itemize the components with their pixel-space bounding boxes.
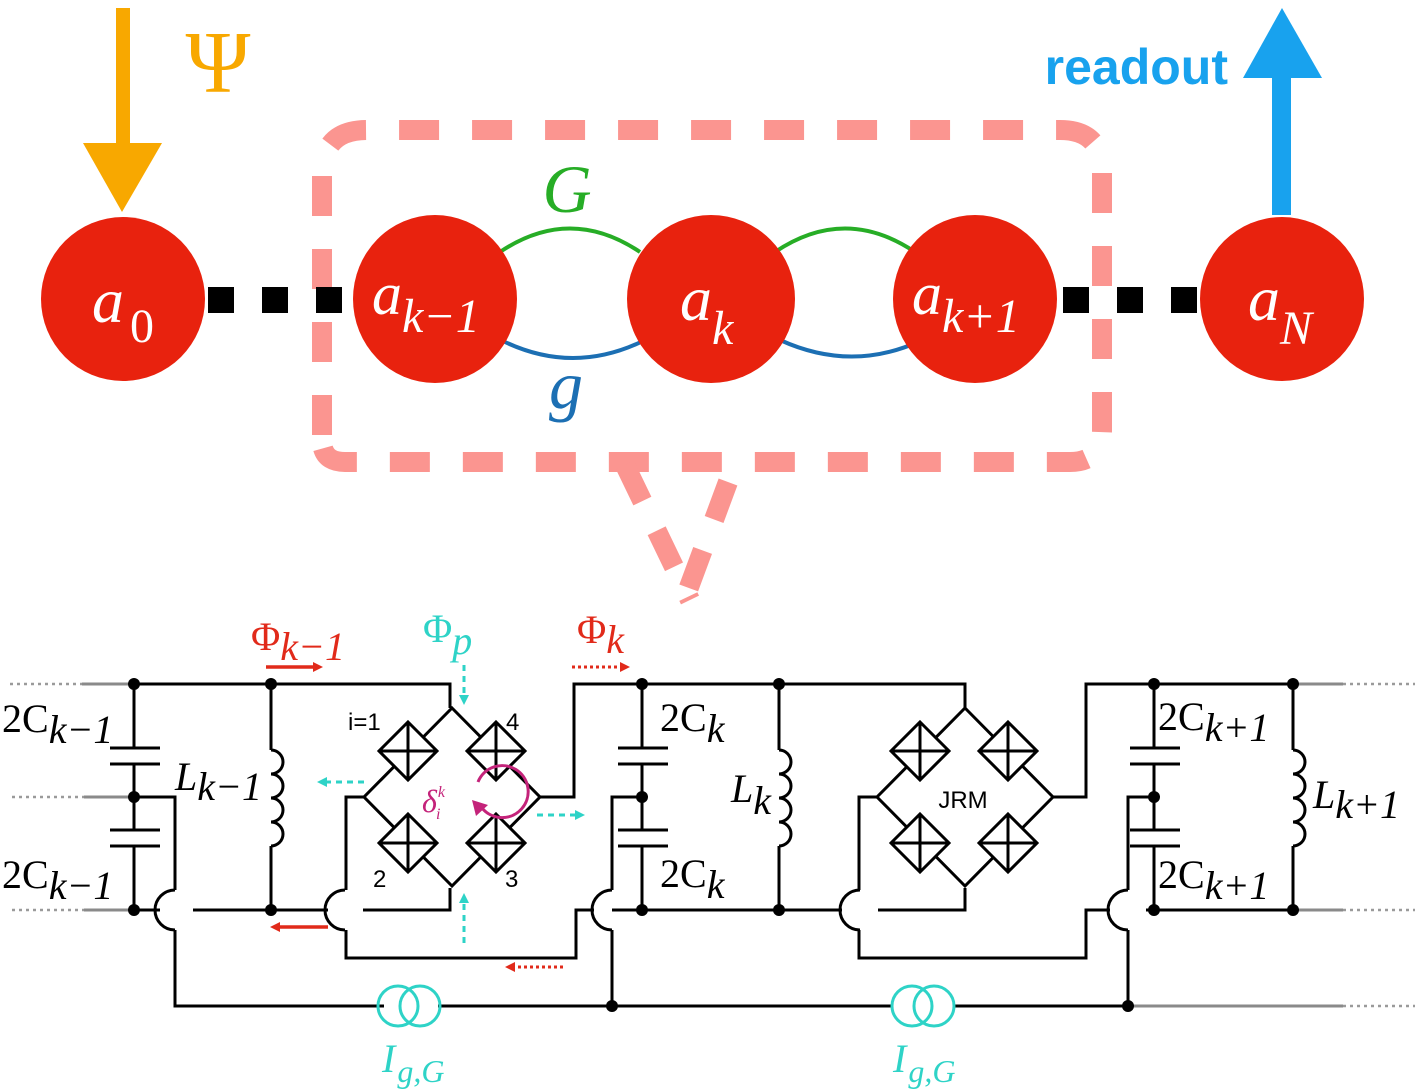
mode-node [353, 215, 517, 383]
mode-a-k-minus-1: ak−1 [353, 215, 517, 383]
coupling-g-arc-1 [504, 338, 646, 360]
flux-label-k-minus-1: Φk−1 [251, 614, 345, 669]
callout-pointer-left [615, 460, 700, 605]
inductor-label: Lk−1 [174, 754, 262, 809]
mode-base: a [680, 263, 712, 334]
junction-index-2: 2 [373, 866, 386, 893]
chain-link-right [1063, 287, 1197, 313]
mode-a-k: ak [627, 215, 795, 383]
drive-label: Ψ [186, 15, 251, 112]
mode-subscript: k [712, 302, 735, 355]
inductor-coil [778, 748, 793, 848]
svg-text:aN: aN [1248, 263, 1315, 355]
mode-node [893, 215, 1057, 383]
coupling-G-arc-1 [498, 226, 642, 254]
mode-subscript: k+1 [942, 290, 1020, 343]
phase-loop-arrow-icon [476, 764, 530, 820]
mode-base: a [92, 265, 124, 336]
mode-subscript: 0 [130, 300, 154, 353]
current-source-icon-1 [376, 984, 442, 1028]
josephson-junction-2 [376, 811, 440, 875]
mode-base: a [912, 261, 942, 327]
lead-in-left [10, 682, 134, 912]
inductor-coil [270, 748, 285, 848]
inductor-label: Lk+1 [1312, 772, 1400, 827]
mode-base: a [1248, 263, 1280, 334]
cell-k-plus-1 [1106, 678, 1307, 1012]
inductor-label: Lk [730, 766, 772, 823]
jrm-label: JRM [938, 787, 987, 814]
capacitor-label: 2Ck+1 [1158, 694, 1269, 750]
drive-arrow-icon [83, 8, 162, 212]
capacitor-label: 2Ck−1 [2, 852, 113, 908]
current-source-label-1: Ig,G [381, 1036, 444, 1089]
cell-k [590, 678, 967, 1012]
josephson-junction-3 [464, 811, 528, 875]
svg-text:ak: ak [680, 263, 735, 355]
junction-index-1: i=1 [348, 709, 381, 736]
svg-text:ak−1: ak−1 [372, 261, 480, 343]
mode-node [1200, 217, 1364, 381]
junction-index-4: 4 [506, 709, 519, 736]
josephson-junction [976, 811, 1040, 875]
capacitor-label: 2Ck+1 [1158, 852, 1269, 908]
lead-out-right [1128, 682, 1415, 1008]
josephson-junction [888, 811, 952, 875]
coupling-G-arc-2 [773, 226, 917, 254]
readout-arrow-icon [1243, 8, 1322, 215]
capacitor-label: 2Ck−1 [2, 696, 113, 752]
callout-pointer-right [675, 478, 738, 602]
chain-link-left [208, 287, 342, 313]
josephson-junction [888, 719, 952, 783]
flux-label-k: Φk [577, 607, 625, 662]
coupling-G-label: G [542, 151, 591, 227]
coupling-g-arc-2 [779, 338, 919, 359]
cell-k-minus-1 [110, 678, 452, 1008]
mode-a-k-plus-1: ak+1 [893, 215, 1057, 383]
capacitor-label: 2Ck [660, 695, 726, 751]
readout-label: readout [1045, 39, 1229, 95]
coupling-g-label: g [549, 347, 583, 423]
mode-subscript: k−1 [402, 290, 480, 343]
capacitor-label: 2Ck [660, 851, 726, 907]
mode-subscript: N [1279, 302, 1315, 355]
mode-base: a [372, 261, 402, 327]
current-source-icon-2 [890, 984, 956, 1028]
svg-text:a0: a0 [92, 265, 154, 353]
mode-node [627, 215, 795, 383]
josephson-junction [976, 719, 1040, 783]
jrm-unlabeled: JRM [857, 682, 1154, 960]
flux-label-pump: Φp [423, 606, 472, 663]
junction-index-3: 3 [505, 866, 518, 893]
current-source-label-2: Ig,G [892, 1036, 955, 1089]
svg-text:ak+1: ak+1 [912, 261, 1020, 343]
josephson-junction-1 [376, 719, 440, 783]
highlight-box [312, 120, 1112, 605]
mode-node [41, 217, 205, 381]
mode-a-N: aN [1200, 217, 1364, 381]
inductor-coil [1292, 748, 1307, 848]
